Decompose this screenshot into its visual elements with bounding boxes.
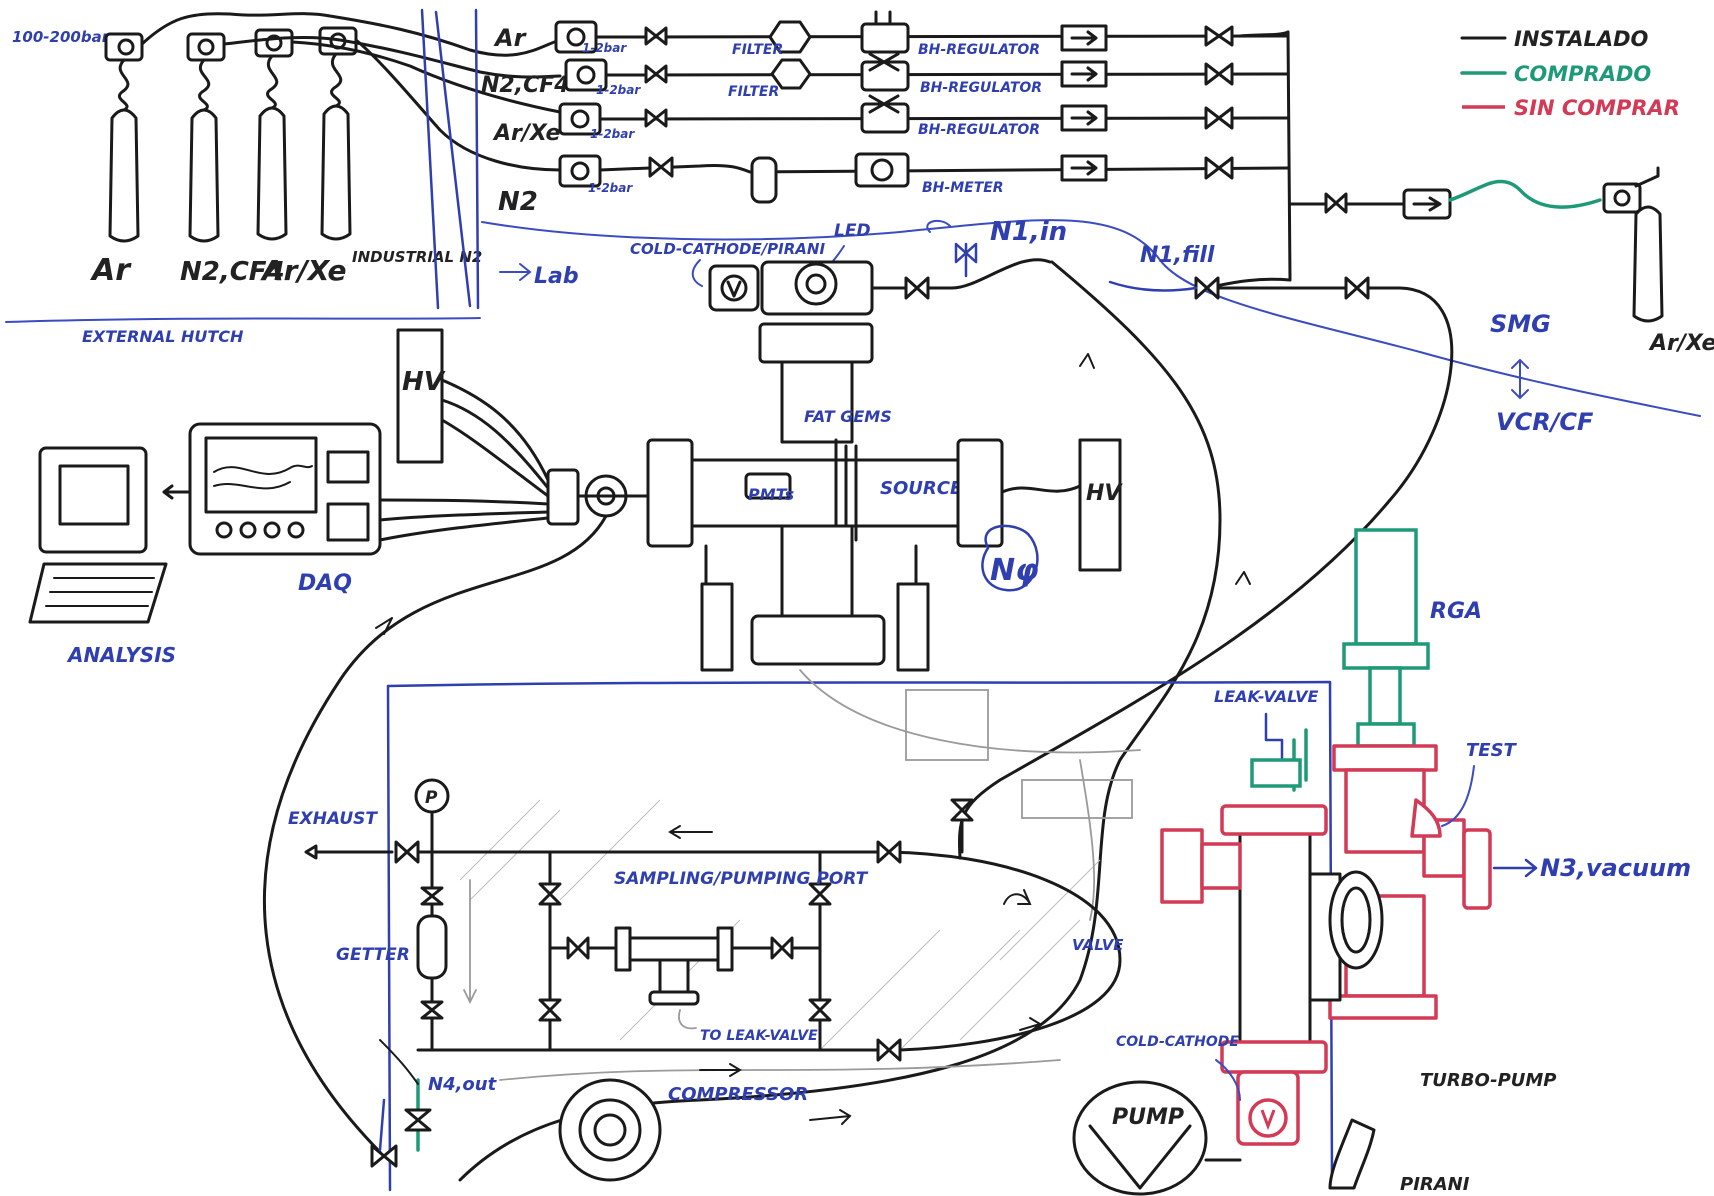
led-port	[796, 264, 836, 304]
legend: INSTALADO COMPRADO SIN COMPRAR	[1462, 27, 1680, 120]
test-stand: RGA LEAK-VALVE TEST N3,vacuum TURBO-PUMP	[1074, 530, 1691, 1195]
hv-left-label: HV	[402, 367, 446, 397]
pmts-label: PMTs	[748, 485, 794, 504]
detector-chamber: COLD-CATHODE/PIRANI LED N1,in FAT GEMS P…	[548, 217, 1123, 670]
scroll-pump	[1074, 1082, 1206, 1194]
line-ar-label: Ar	[493, 24, 528, 52]
gas-line-row-n2: N2 1-2bar BH-METER	[498, 154, 1288, 217]
pirani-label: PIRANI	[1400, 1174, 1470, 1195]
analysis-label: ANALYSIS	[66, 643, 176, 667]
n1-in-label: N1,in	[990, 217, 1067, 247]
exhaust-label: EXHAUST	[288, 809, 378, 829]
compressor-label: COMPRESSOR	[668, 1084, 808, 1105]
external-hutch-label: EXTERNAL HUTCH	[82, 327, 244, 346]
gas-line-row-ar: Ar 1-2bar FILTER BH-REGULATOR	[493, 12, 1288, 58]
getter-label: GETTER	[336, 945, 410, 965]
led-label: LED	[834, 221, 871, 241]
line-n2-pressure-4: 1-2bar	[588, 181, 633, 195]
pirani-gauge	[1330, 1120, 1374, 1188]
line-ar-xe-label: Ar/Xe	[492, 121, 560, 146]
cold-cathode-gauge	[710, 266, 758, 310]
line-n2-cf4-label: N2,CF4	[481, 73, 570, 98]
cold-cathode-label: COLD-CATHODE	[1116, 1034, 1239, 1050]
pump-label: PUMP	[1112, 1105, 1184, 1130]
valve-label: VALVE	[1072, 936, 1124, 954]
smg-vcr-adapter: SMG VCR/CF	[1490, 310, 1594, 436]
n1-fill-label: N1,fill	[1140, 243, 1215, 268]
legend-not-bought-label: SIN COMPRAR	[1514, 96, 1680, 120]
line-n2-label: N2	[498, 187, 538, 217]
filter-n2-label: FILTER	[728, 84, 779, 100]
rga-label: RGA	[1430, 599, 1482, 624]
smg-label: SMG	[1490, 310, 1551, 338]
filter-ar-label: FILTER	[732, 42, 783, 58]
hv-right-label: HV	[1086, 481, 1123, 506]
bottle-ar-xe-label: Ar/Xe	[260, 254, 347, 287]
n-phi-label: Nφ	[990, 553, 1039, 588]
purifier-hatching	[460, 800, 1100, 1050]
vcr-cf-label: VCR/CF	[1496, 408, 1594, 436]
compressor	[560, 1080, 660, 1180]
leak-valve-label: LEAK-VALVE	[1214, 687, 1318, 706]
line-ar-pressure: 1-2bar	[582, 41, 627, 55]
gas-lines: Ar 1-2bar FILTER BH-REGULATOR N2,CF4 1-2…	[481, 12, 1290, 280]
regulator-n2-label: BH-REGULATOR	[920, 80, 1042, 96]
gas-bottle-ar: Ar	[90, 34, 142, 288]
regulator-pressure-note: 100-200bar	[12, 28, 111, 46]
n3-vacuum-label: N3,vacuum	[1540, 854, 1691, 882]
to-leak-valve-label: TO LEAK-VALVE	[700, 1028, 818, 1044]
line-ar-xe-pressure: 1-2bar	[590, 127, 635, 141]
bh-meter-label: BH-METER	[922, 180, 1004, 196]
legend-installed-label: INSTALADO	[1514, 27, 1649, 51]
cold-cathode-pirani-label: COLD-CATHODE/PIRANI	[630, 240, 825, 258]
turbo-pump-label: TURBO-PUMP	[1420, 1070, 1557, 1091]
source-label: SOURCE	[880, 478, 963, 499]
gas-line-row-n2-cf4: N2,CF4 1-2bar FILTER BH-REGULATOR	[481, 54, 1288, 100]
p-gauge-label: P	[425, 788, 438, 808]
to-lab-label: Lab	[534, 264, 579, 289]
daq-label: DAQ	[298, 571, 352, 596]
getter	[418, 916, 446, 978]
extra-bottle-label: Ar/Xe	[1648, 331, 1714, 356]
rga	[1356, 530, 1416, 644]
cold-cathode-gauge-test	[1250, 1100, 1286, 1136]
fat-gems-label: FAT GEMS	[804, 407, 892, 426]
regulator-ar-xe-label: BH-REGULATOR	[918, 122, 1040, 138]
bottle-ar-label: Ar	[90, 253, 132, 288]
gas-line-row-ar-xe: Ar/Xe 1-2bar BH-REGULATOR	[492, 96, 1288, 146]
regulator-ar-label: BH-REGULATOR	[918, 42, 1040, 58]
daq-chain: HV DAQ ANALYSIS	[30, 330, 548, 667]
line-n2-pressure: 1-2bar	[596, 83, 641, 97]
legend-bought-label: COMPRADO	[1514, 62, 1651, 86]
test-label: TEST	[1466, 740, 1518, 761]
n4-out-label: N4,out	[428, 1074, 498, 1095]
sampling-port-label: SAMPLING/PUMPING PORT	[614, 869, 869, 889]
